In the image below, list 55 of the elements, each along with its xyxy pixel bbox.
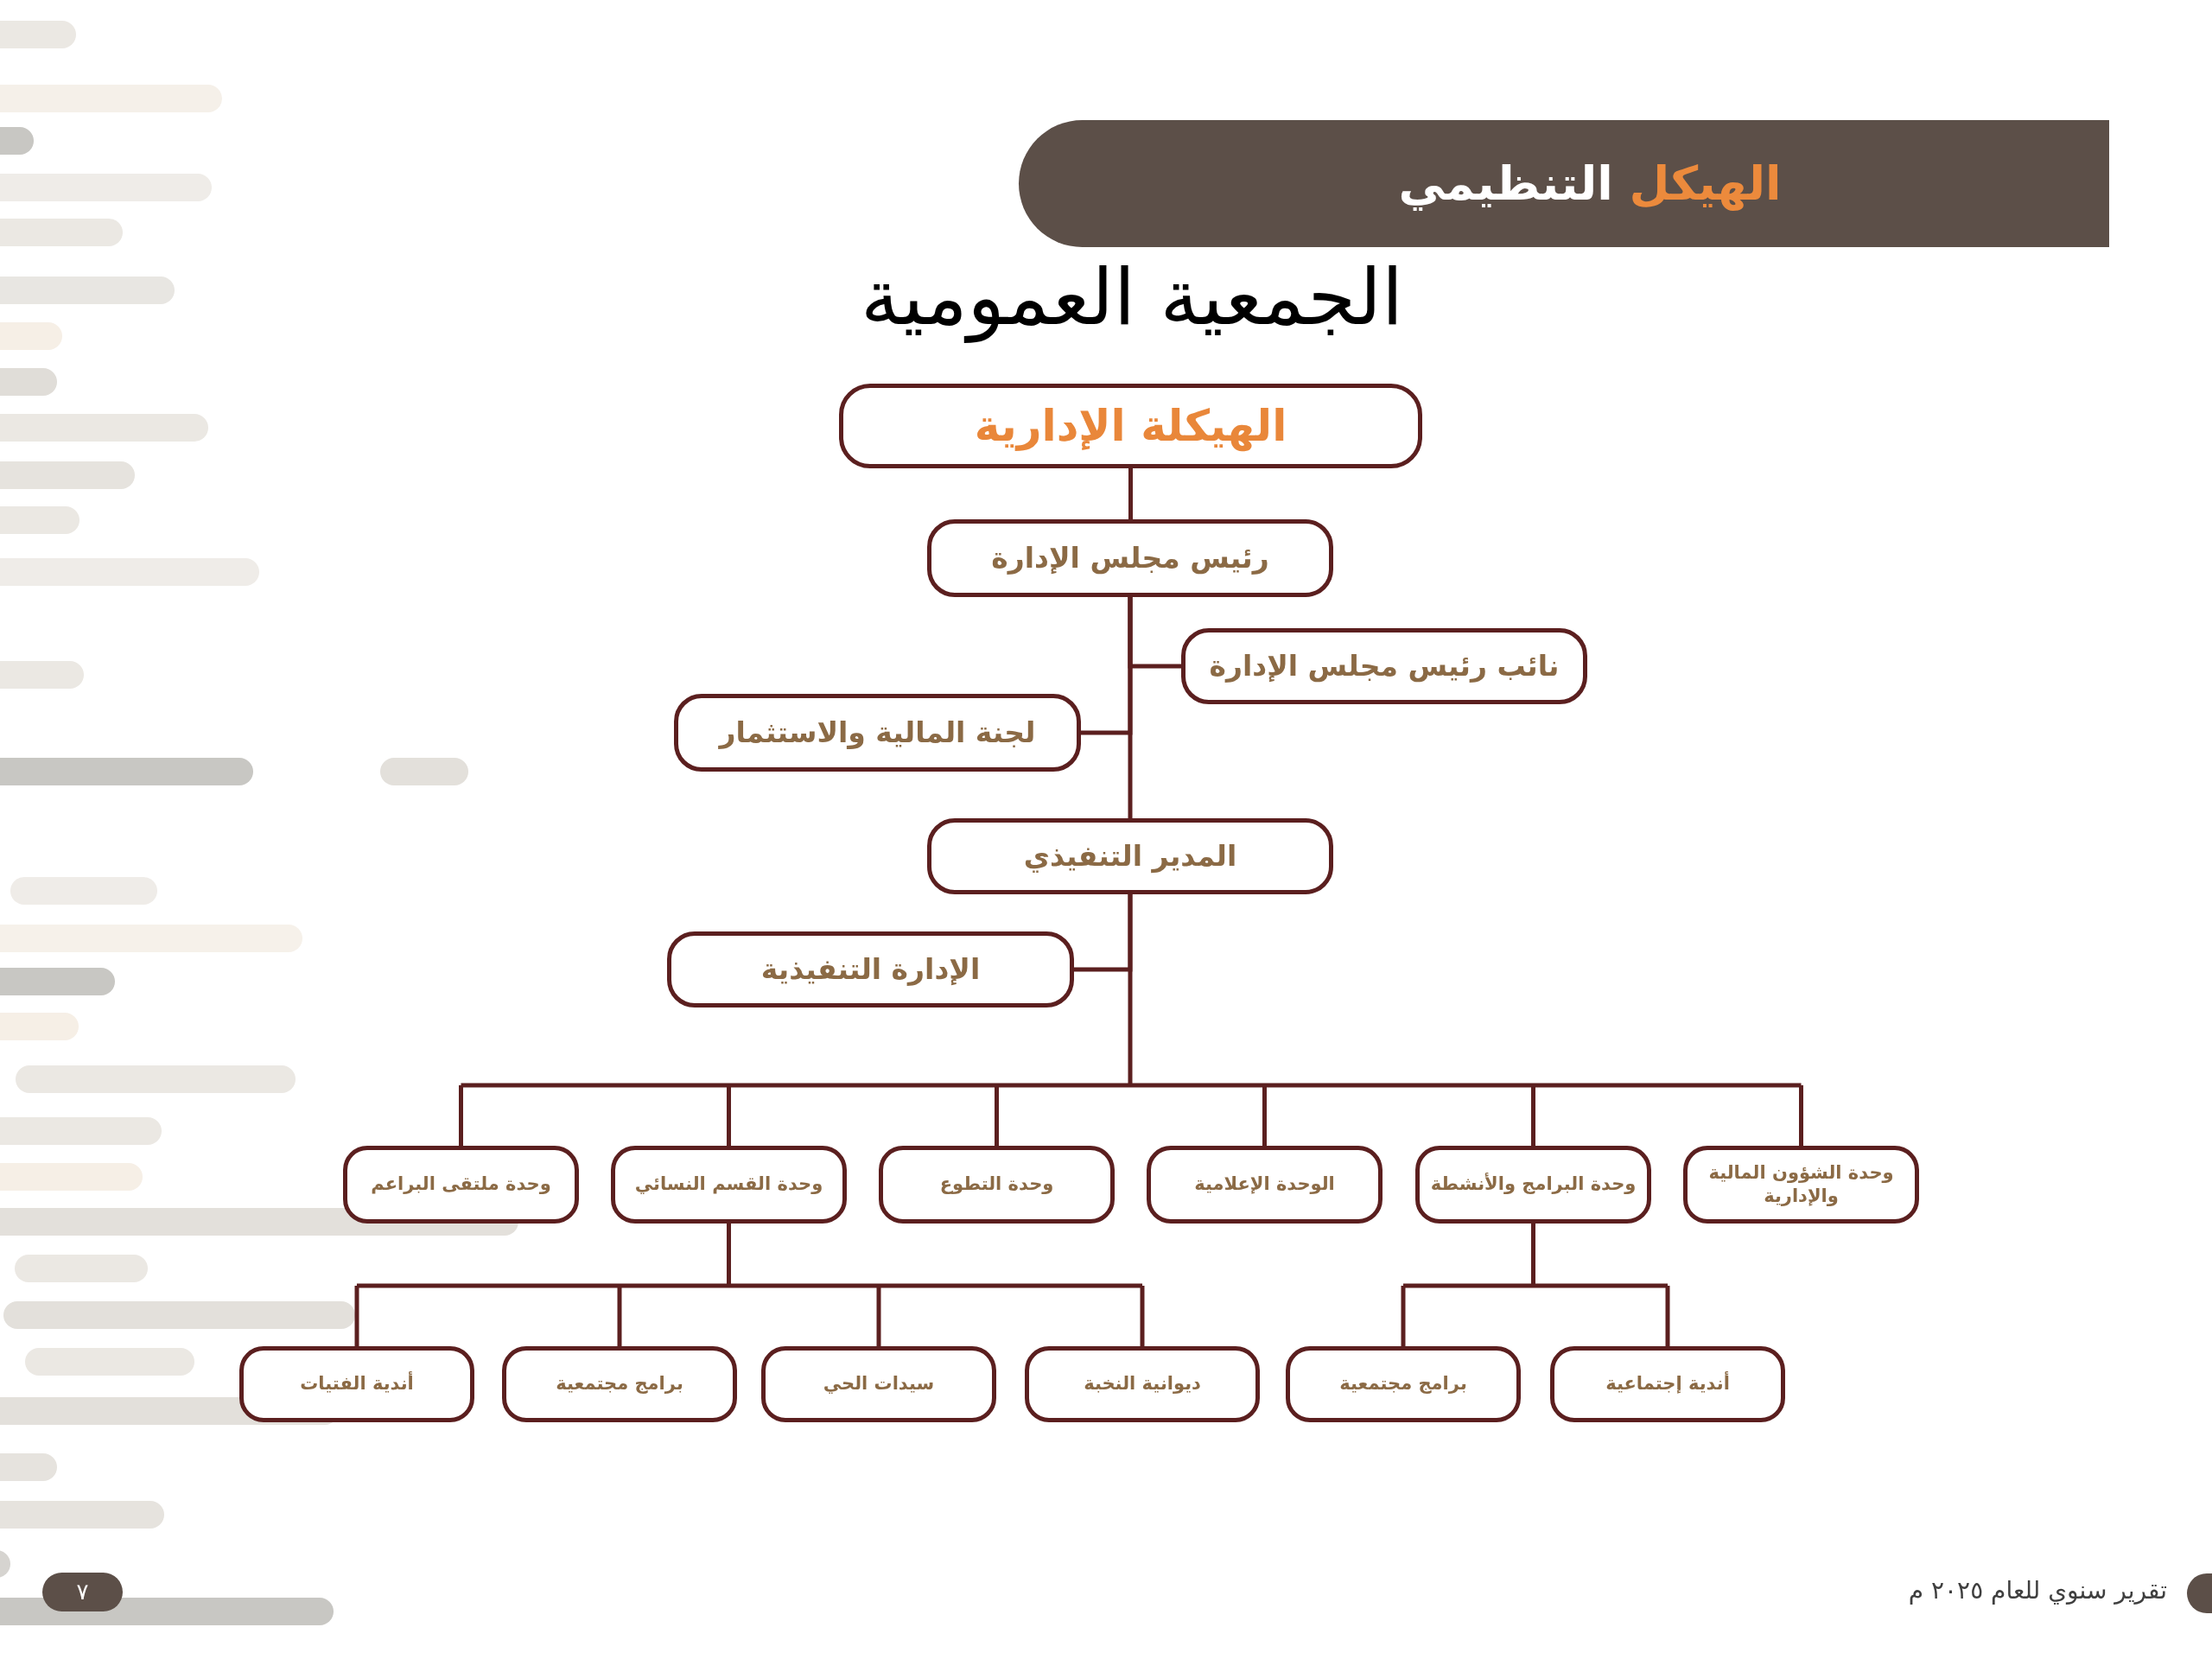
connector-line xyxy=(1140,1286,1145,1346)
org-chart-box xyxy=(1181,628,1587,704)
org-chart-box xyxy=(839,384,1422,468)
connector-line xyxy=(354,1286,359,1346)
org-chart-box xyxy=(1286,1346,1521,1422)
role-label: المدير التنفيذي xyxy=(1023,838,1237,874)
org-chart-box xyxy=(611,1146,847,1224)
connector-line xyxy=(617,1286,622,1346)
role-label: أندية إجتماعية xyxy=(1605,1372,1730,1396)
role-label: برامج مجتمعية xyxy=(1339,1372,1467,1396)
role-label: الهيكلة الإدارية xyxy=(974,399,1287,454)
role-label: ديوانية النخبة xyxy=(1084,1372,1201,1396)
org-chart-box xyxy=(1550,1346,1785,1422)
org-chart-box xyxy=(667,931,1074,1007)
connector-line xyxy=(1799,1085,1803,1146)
org-chart-box xyxy=(1147,1146,1382,1224)
role-label: سيدات الحي xyxy=(823,1372,935,1396)
org-chart-box xyxy=(1415,1146,1651,1224)
connector-line xyxy=(995,1085,999,1146)
connector-line xyxy=(1074,894,1133,972)
org-chart-box xyxy=(674,694,1081,772)
role-label: نائب رئيس مجلس الإدارة xyxy=(1209,648,1560,684)
org-chart-box xyxy=(239,1346,474,1422)
connector-line xyxy=(1401,1286,1406,1346)
role-label: لجنة المالية والاستثمار xyxy=(719,715,1036,751)
role-label: الإدارة التنفيذية xyxy=(760,951,981,988)
role-label: رئيس مجلس الإدارة xyxy=(991,540,1269,576)
connector-line xyxy=(1128,597,1133,818)
role-label: وحدة القسم النسائي xyxy=(634,1173,823,1197)
org-chart-box xyxy=(1025,1346,1260,1422)
org-chart-box xyxy=(502,1346,737,1422)
org-chart-box xyxy=(927,818,1333,894)
connector-line xyxy=(727,1085,731,1146)
role-label: برامج مجتمعية xyxy=(556,1372,683,1396)
footer-text: تقرير سنوي للعام ٢٠٢٥ م xyxy=(1908,1575,2167,1606)
org-chart-box xyxy=(343,1146,579,1224)
org-chart-box xyxy=(879,1146,1115,1224)
connector-line xyxy=(1665,1286,1670,1346)
role-label: الوحدة الإعلامية xyxy=(1194,1173,1335,1197)
org-chart-box xyxy=(761,1346,996,1422)
role-label: وحدة البرامج والأنشطة xyxy=(1430,1173,1637,1197)
page-title: الهيكل التنظيمي xyxy=(1398,155,1782,213)
connector-line xyxy=(1531,1085,1535,1146)
org-chart-box xyxy=(927,519,1333,597)
org-chart-box xyxy=(1683,1146,1919,1224)
section-heading: الجمعية العمومية xyxy=(860,251,1404,344)
role-label: وحدة التطوع xyxy=(939,1173,1054,1197)
role-label: أندية الفتيات xyxy=(300,1372,414,1396)
connector-line xyxy=(1128,468,1133,519)
connector-line xyxy=(1262,1085,1267,1146)
connector-line xyxy=(876,1286,881,1346)
page-number: ٧ xyxy=(42,1573,123,1611)
role-label: وحدة الشؤون المالية والإدارية xyxy=(1707,1160,1895,1208)
connector-line xyxy=(459,1085,463,1146)
role-label: وحدة ملتقى البراعم xyxy=(371,1173,551,1197)
